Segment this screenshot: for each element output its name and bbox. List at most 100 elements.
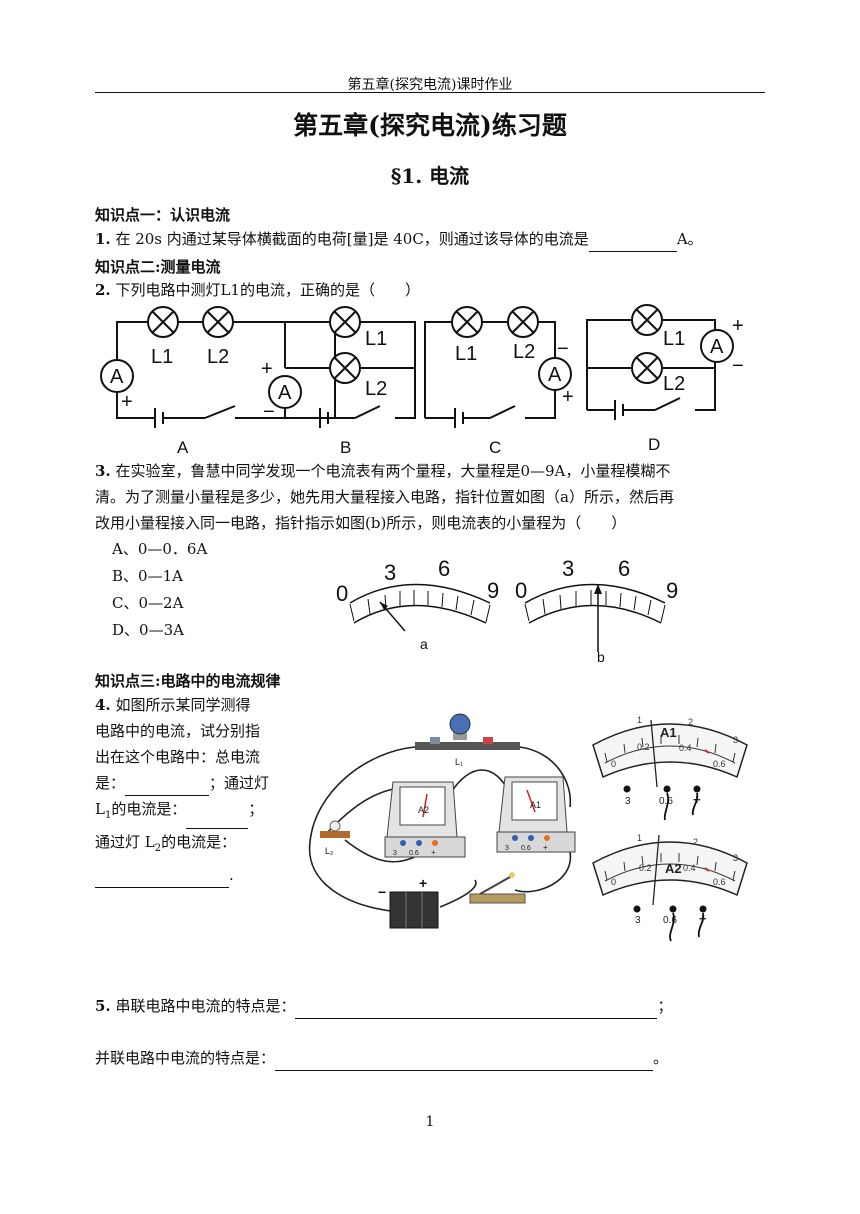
dial-b-arc <box>524 583 666 604</box>
photo-lamp-l1-label: L₁ <box>455 757 463 767</box>
photo-ammeter-a2: A2 3 0.6 + <box>384 781 466 858</box>
knowledge-point-2: 知识点二:测量电流 <box>95 258 221 276</box>
question-3-number: 3. <box>95 462 111 480</box>
a2-scale-top-2: 2 <box>693 837 698 847</box>
question-1-blank[interactable] <box>588 234 677 252</box>
question-2: 2. 下列电路中测灯L1的电流，正确的是（ ） <box>95 277 420 303</box>
question-4-line2: 电路中的电流，试分别指 <box>95 722 261 740</box>
circuit-a <box>100 306 336 428</box>
circuit-b <box>268 306 416 428</box>
knowledge-point-1: 知识点一：认识电流 <box>95 206 231 224</box>
option-b[interactable]: B、0—1A <box>112 567 183 585</box>
a1-terminal-3: 3 <box>625 796 631 807</box>
question-3-line2: 清。为了测量小量程是多少，她先用大量程接入电路，指针位置如图（a）所示，然后再 <box>95 488 674 506</box>
circuit-d <box>586 304 734 420</box>
photo-a1-terminal-06: 0.6 <box>521 845 531 852</box>
circuit-b-minus: − <box>263 401 275 423</box>
option-a[interactable]: A、0—0．6A <box>112 540 208 558</box>
photo-lamp-l2-label: L₂ <box>325 846 334 856</box>
total-current-blank[interactable] <box>125 778 210 796</box>
circuit-photo: L₁ A2 3 0.6 + A1 3 0.6 + L₂ − + <box>308 713 576 929</box>
circuit-d-l1-label: L1 <box>663 328 685 350</box>
page-title: 第五章(探究电流)练习题 <box>293 111 567 140</box>
lamp-l2-subscript: 2 <box>154 843 162 854</box>
dial-a-tick-9: 9 <box>487 578 499 603</box>
parallel-feature-blank[interactable] <box>275 1053 654 1071</box>
dial-b-tick-6: 6 <box>618 556 630 581</box>
photo-a1-terminal-3: 3 <box>505 845 509 852</box>
dial-b-tick-3: 3 <box>562 556 574 581</box>
question-4-semicolon: ； <box>248 800 264 818</box>
question-5-parallel: 并联电路中电流的特点是： 。 <box>95 1045 668 1071</box>
question-2-number: 2. <box>95 281 111 299</box>
a2-terminal-3: 3 <box>635 915 641 926</box>
circuit-label-d: D <box>648 435 660 454</box>
question-1-unit: A。 <box>676 230 703 248</box>
circuit-c-l2-label: L2 <box>513 341 535 363</box>
circuit-a-l2-label: L2 <box>207 346 229 368</box>
a1-scale-top-2: 2 <box>688 717 693 727</box>
dial-a-inner-arc <box>353 604 487 624</box>
question-5-parallel-end: 。 <box>653 1049 669 1067</box>
question-3: 3. 在实验室，鲁慧中同学发现一个电流表有两个量程，大量程是0—9A，小量程模糊… <box>95 458 770 536</box>
photo-a2-terminal-06: 0.6 <box>409 850 419 857</box>
question-4-line1: 如图所示某同学测得 <box>115 696 251 714</box>
page-header: 第五章(探究电流)课时作业 <box>347 77 513 93</box>
dial-a-arc <box>349 583 491 604</box>
meter-face-a2: 1 2 3 0 0.2 0.4 0.6 A2 3 0.6 + <box>592 833 748 942</box>
circuit-label-b: B <box>340 438 351 457</box>
question-4-l2-label: 通过灯 L <box>95 833 155 851</box>
a2-scale-top-1: 1 <box>637 833 642 843</box>
question-4-l1-label: ；通过灯 <box>209 774 270 792</box>
question-3-line1: 在实验室，鲁慧中同学发现一个电流表有两个量程，大量程是0—9A，小量程模糊不 <box>110 462 671 480</box>
a1-scale-top-1: 1 <box>637 715 642 725</box>
page-number: 1 <box>425 1114 435 1130</box>
a1-scale-bottom-06: 0.6 <box>713 759 726 769</box>
question-2-text: 下列电路中测灯L1的电流，正确的是（ ） <box>110 281 420 299</box>
ammeter-a-symbol: A <box>110 366 124 388</box>
question-5-parallel-label: 并联电路中电流的特点是： <box>95 1049 276 1067</box>
a1-scale-bottom-04: 0.4 <box>679 743 692 753</box>
question-4-line3: 出在这个电路中：总电流 <box>95 748 261 766</box>
knowledge-point-3: 知识点三:电路中的电流规律 <box>95 672 281 690</box>
question-4: 4. 如图所示某同学测得 电路中的电流，试分别指 出在这个电路中：总电流 是：；… <box>95 692 310 888</box>
dial-b-tick-9: 9 <box>666 578 678 603</box>
circuit-diagrams: A L1 L2 + A L1 L2 + − A L1 L2 − + A L1 L… <box>100 304 744 457</box>
question-3-line3: 改用小量程接入同一电路，指针指示如图(b)所示，则电流表的小量程为（ ） <box>95 514 627 532</box>
header-rule <box>95 92 765 93</box>
photo-battery-plus: + <box>419 875 427 891</box>
dial-label-b: b <box>597 649 605 665</box>
question-1-number: 1. <box>95 230 111 248</box>
question-5-number: 5. <box>95 997 111 1015</box>
circuit-a-l1-label: L1 <box>151 346 173 368</box>
dial-a-tick-3: 3 <box>384 560 396 585</box>
circuit-c-minus: − <box>557 338 569 360</box>
a2-scale-top-3: 3 <box>733 853 738 863</box>
l2-current-blank[interactable] <box>95 870 229 888</box>
section-title: §1. 电流 <box>390 164 470 188</box>
series-feature-blank[interactable] <box>295 1001 658 1019</box>
photo-battery: − + <box>378 875 439 929</box>
a1-scale-bottom-02: 0.2 <box>637 742 650 752</box>
photo-a2-terminal-3: 3 <box>393 850 397 857</box>
photo-a2-terminal-plus: + <box>431 848 436 857</box>
option-d[interactable]: D、0—3A <box>112 621 184 639</box>
a2-face-label: A2 <box>665 861 682 876</box>
circuit-b-l2-label: L2 <box>365 378 387 400</box>
l1-current-blank[interactable] <box>186 811 249 829</box>
dial-a-tick-0: 0 <box>336 581 348 606</box>
photo-a2-label: A2 <box>418 805 429 815</box>
ammeter-d-symbol: A <box>710 336 724 358</box>
question-5-series-end: ； <box>657 997 673 1015</box>
lamp-l1-subscript: 1 <box>104 810 112 821</box>
photo-switch <box>469 872 526 904</box>
option-c[interactable]: C、0—2A <box>112 594 184 612</box>
dial-label-a: a <box>420 636 428 652</box>
question-1: 1. 在 20s 内通过某导体横截面的电荷[量]是 40C，则通过该导体的电流是… <box>95 226 703 252</box>
question-4-l2-current-label: 的电流是： <box>161 833 237 851</box>
dial-a-tick-6: 6 <box>438 556 450 581</box>
circuit-b-l1-label: L1 <box>365 328 387 350</box>
circuit-c-plus: + <box>562 386 574 408</box>
a1-scale-top-3: 3 <box>733 735 738 745</box>
a2-terminal-06: 0.6 <box>663 915 677 926</box>
